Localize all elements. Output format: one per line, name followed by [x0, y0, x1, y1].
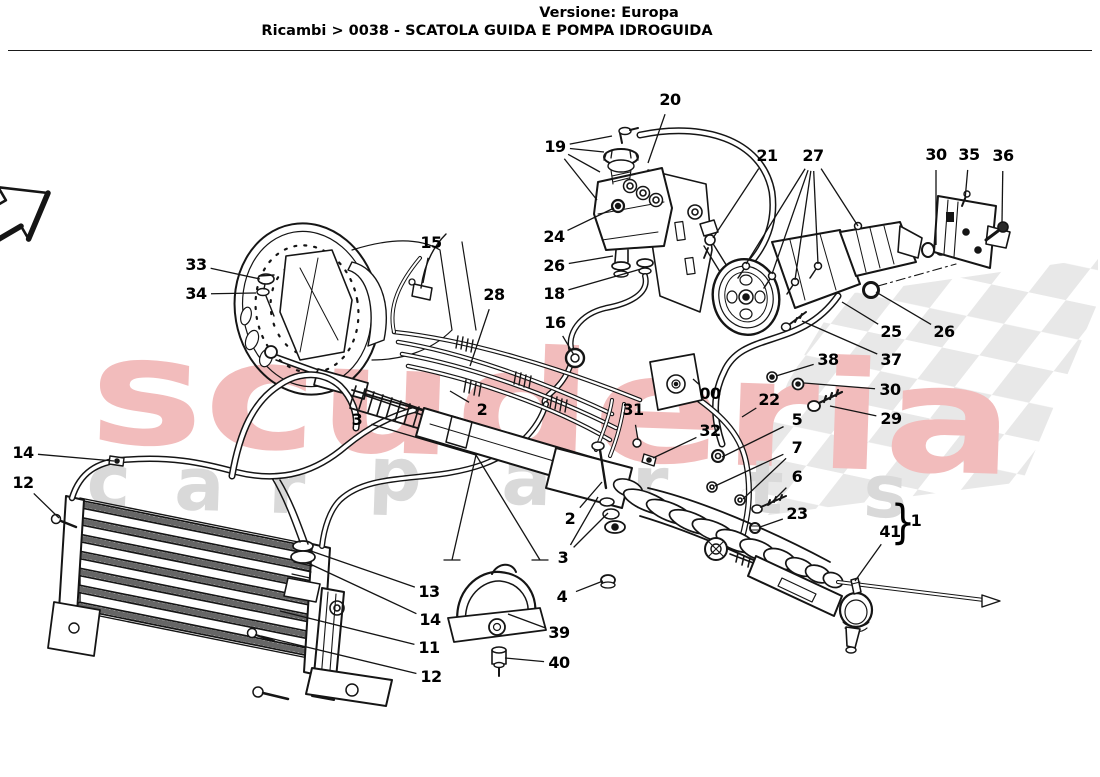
- rack-bellows: [622, 487, 844, 593]
- part-callout-27: 27: [802, 146, 824, 165]
- part-callout-25: 25: [880, 322, 902, 341]
- part-callout-38: 38: [817, 350, 839, 369]
- part-callout-23: 23: [786, 504, 808, 523]
- part-callout-26: 26: [933, 322, 955, 341]
- part-callout-00: 00: [699, 384, 721, 403]
- steering-rack: [349, 385, 1001, 608]
- part-callout-1: 1: [910, 511, 922, 530]
- part-callout-3: 3: [557, 548, 569, 567]
- part-callout-37: 37: [880, 350, 902, 369]
- part-callout-33: 33: [185, 255, 207, 274]
- part-callout-41: 41: [879, 522, 901, 541]
- part-callout-26: 26: [543, 256, 565, 275]
- part-callout-15: 15: [420, 233, 442, 252]
- part-callout-39: 39: [548, 623, 570, 642]
- part-callout-16: 16: [544, 313, 566, 332]
- part-callout-3: 3: [351, 410, 363, 429]
- tie-rod-assembly: [704, 537, 874, 654]
- part-callout-31: 31: [622, 400, 644, 419]
- part-callout-21: 21: [756, 146, 778, 165]
- part-callout-2: 2: [476, 400, 488, 419]
- part-callout-34: 34: [185, 284, 207, 303]
- part-callout-2: 2: [564, 509, 576, 528]
- part-callout-4: 4: [556, 587, 568, 606]
- part-callout-12: 12: [420, 667, 442, 686]
- part-callout-28: 28: [483, 285, 505, 304]
- part-callout-30: 30: [925, 145, 947, 164]
- return-hoses: [649, 292, 842, 541]
- direction-arrow-icon: [0, 185, 51, 265]
- power-steering-pump: [711, 221, 957, 336]
- checkered-flag: [730, 258, 1098, 520]
- part-callout-12: 12: [12, 473, 34, 492]
- pipe-clamp: [443, 454, 549, 677]
- breadcrumb: Ricambi > 0038 - SCATOLA GUIDA E POMPA I…: [261, 23, 713, 39]
- fluid-reservoir: [593, 126, 765, 331]
- part-callout-11: 11: [418, 638, 440, 657]
- part-callout-14: 14: [12, 443, 34, 462]
- part-callout-18: 18: [543, 284, 565, 303]
- part-callout-35: 35: [958, 145, 980, 164]
- part-callout-32: 32: [699, 421, 721, 440]
- part-callout-20: 20: [659, 90, 681, 109]
- part-callout-13: 13: [418, 582, 440, 601]
- part-callout-29: 29: [880, 409, 902, 428]
- group-brace: }: [890, 495, 916, 549]
- part-callout-5: 5: [791, 410, 803, 429]
- part-callout-30: 30: [879, 380, 901, 399]
- fastener-cluster: [706, 377, 844, 534]
- pump-pulley: [711, 258, 781, 336]
- version-label: Versione: Europa: [539, 5, 679, 21]
- part-callout-6: 6: [791, 467, 803, 486]
- pump-bracket: [933, 190, 1011, 269]
- header-divider: [8, 50, 1092, 51]
- part-callout-22: 22: [758, 390, 780, 409]
- part-callout-36: 36: [992, 146, 1014, 165]
- part-callout-7: 7: [791, 438, 803, 457]
- pump-mount-bolts: [737, 221, 863, 295]
- pipe-bundle: [390, 233, 643, 443]
- part-callout-19: 19: [544, 137, 566, 156]
- part-callout-40: 40: [548, 653, 570, 672]
- part-callout-24: 24: [543, 227, 565, 246]
- part-callout-14: 14: [419, 610, 441, 629]
- oil-cooler-radiator: [47, 477, 393, 707]
